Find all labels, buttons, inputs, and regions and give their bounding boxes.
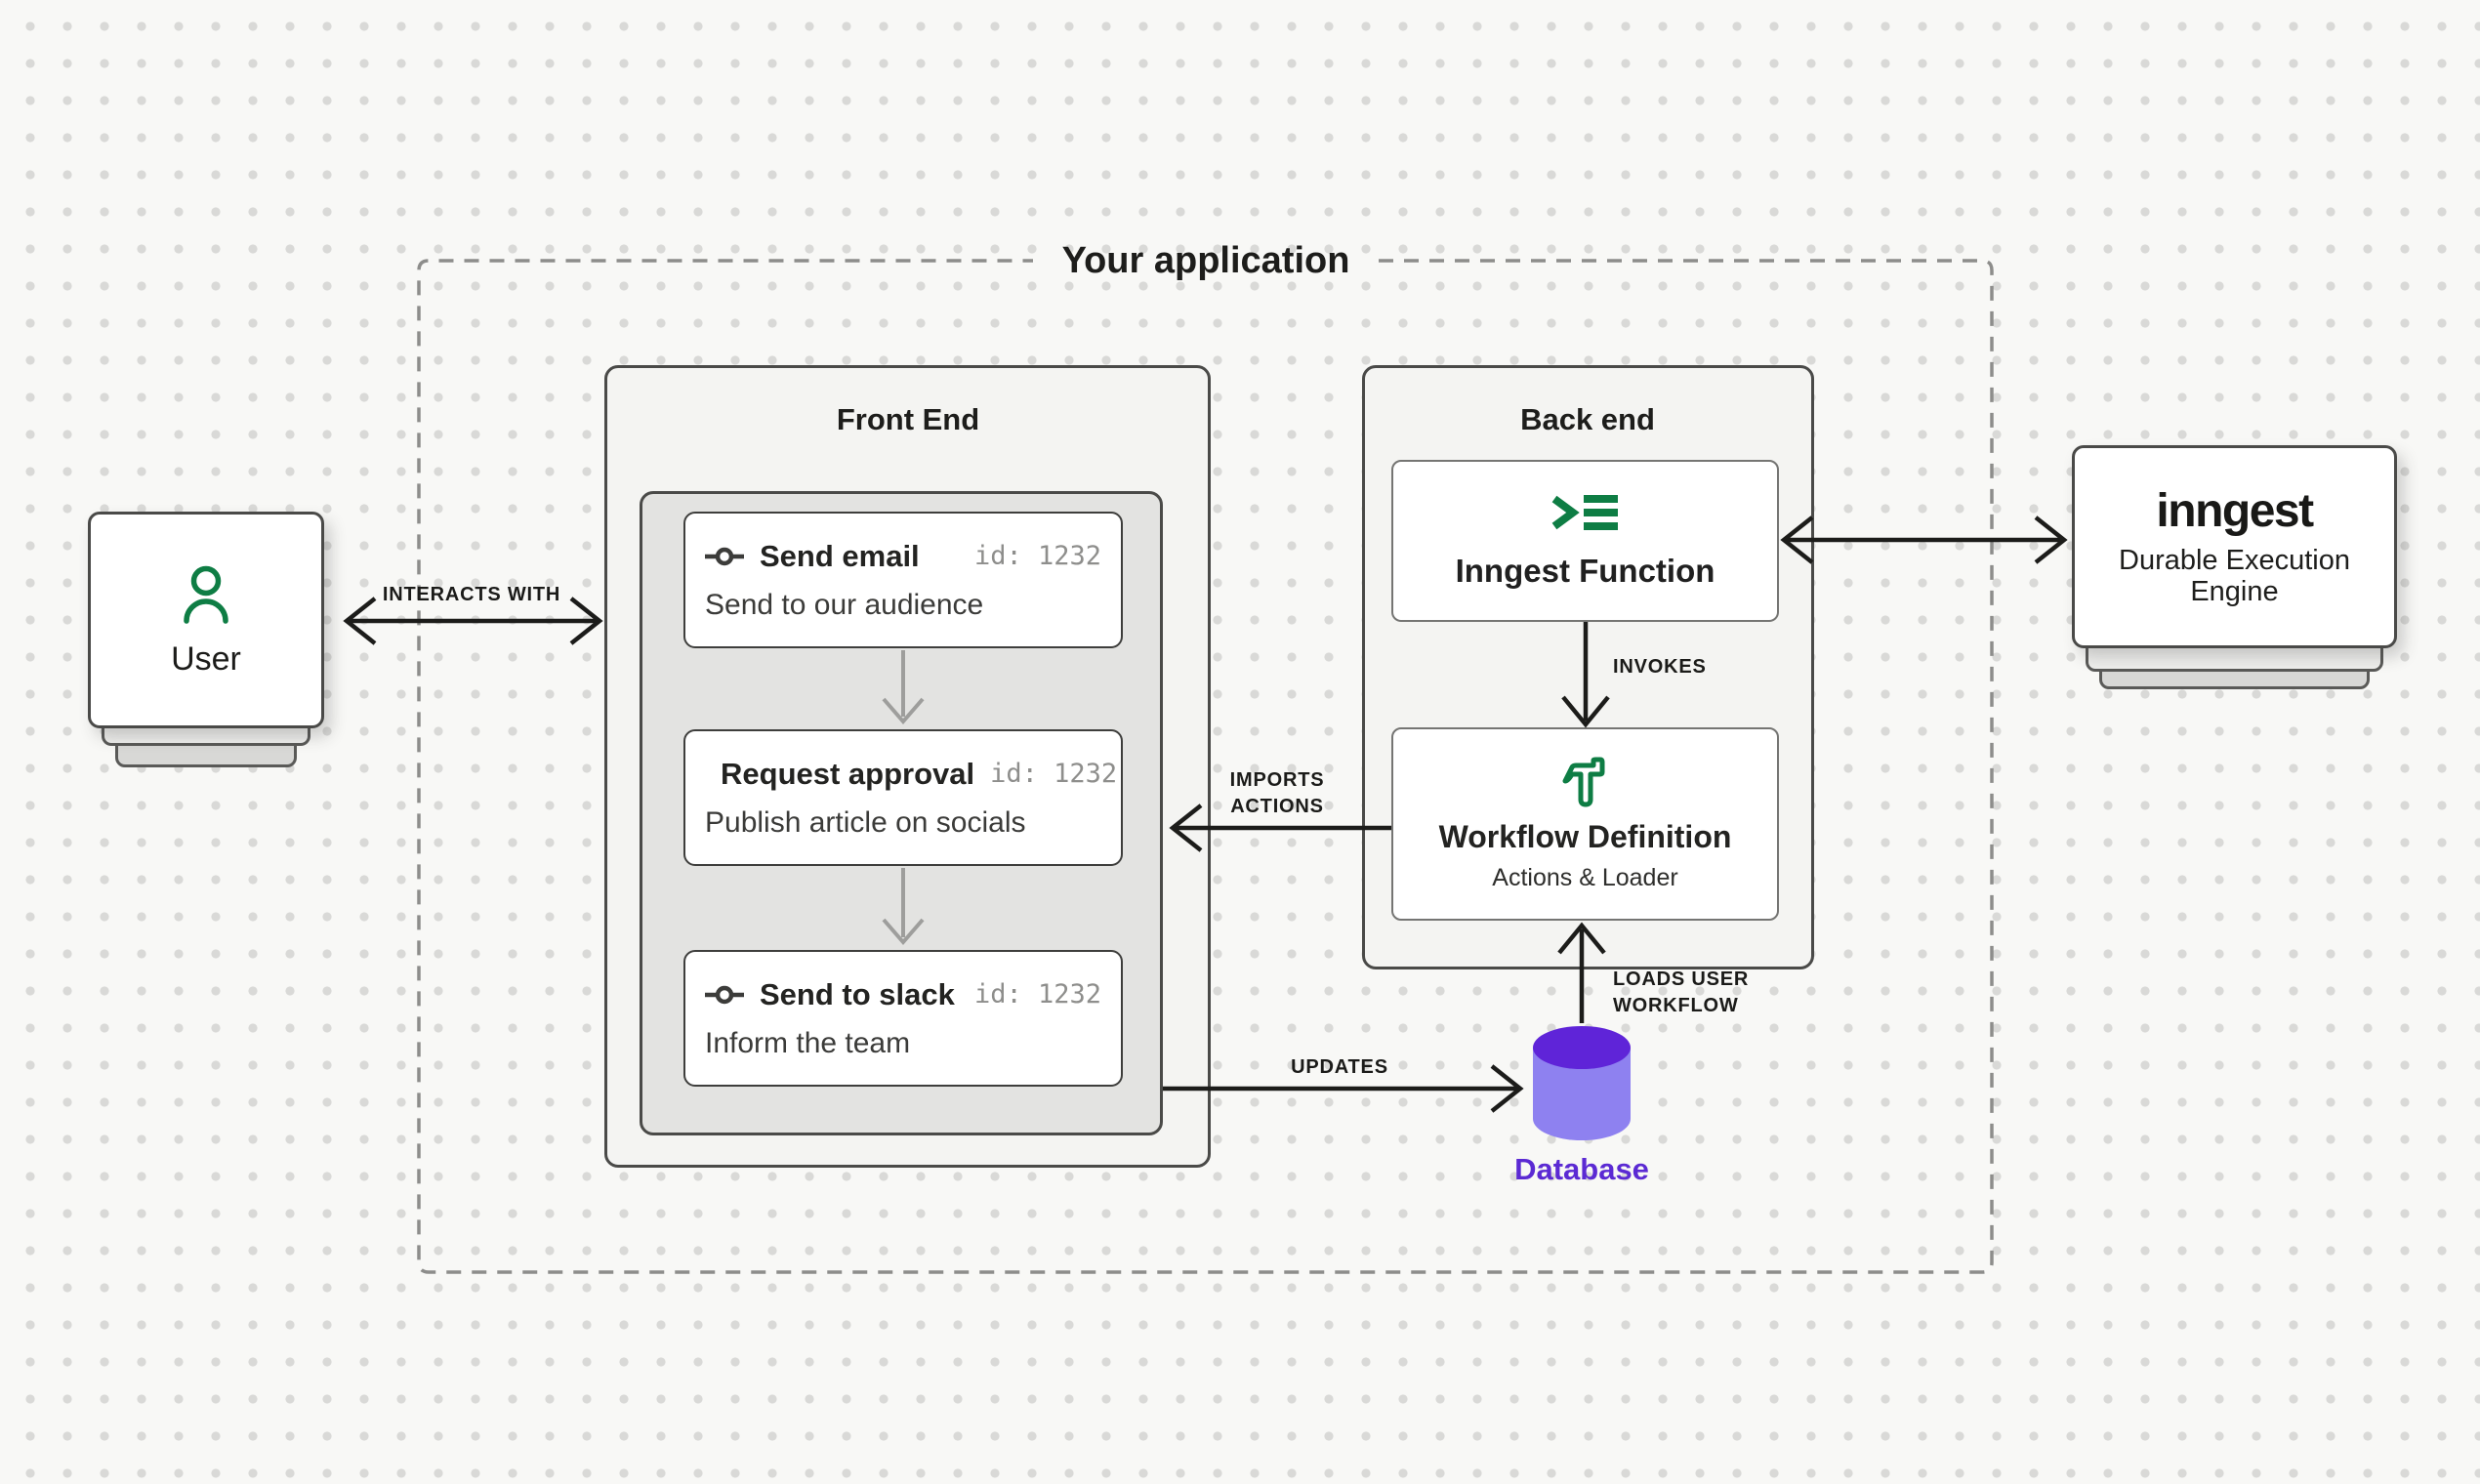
workflow-definition-title: Workflow Definition — [1438, 819, 1732, 854]
terminal-icon — [1551, 495, 1618, 530]
backend-title: Back end — [1520, 402, 1655, 436]
card-id: id: 1232 — [973, 979, 1101, 1010]
commit-icon — [705, 547, 744, 565]
workflow-card-send-to-slack: Send to slack id: 1232 Inform the team — [683, 950, 1123, 1087]
updates-label: UPDATES — [1291, 1056, 1388, 1078]
inngest-function-card: Inngest Function — [1391, 460, 1779, 622]
commit-icon — [705, 985, 744, 1004]
hammer-icon — [1562, 757, 1604, 807]
database-cylinder-icon — [1533, 1026, 1631, 1140]
imports-actions-label: IMPORTS ACTIONS — [1229, 769, 1325, 817]
user-icon — [184, 565, 228, 624]
card-description: Publish article on socials — [705, 805, 1026, 839]
card-description: Inform the team — [705, 1026, 911, 1059]
loads-user-workflow-label: LOADS USER WORKFLOW — [1613, 969, 1750, 1016]
inngest-function-label: Inngest Function — [1455, 553, 1715, 589]
workflow-definition-card: Workflow Definition Actions & Loader — [1391, 727, 1779, 921]
interacts-with-label: INTERACTS WITH — [382, 584, 561, 605]
card-id: id: 1232 — [990, 759, 1118, 789]
card-description: Send to our audience — [705, 588, 984, 621]
user-label: User — [171, 639, 241, 678]
card-title: Send email — [760, 538, 920, 573]
database-label: Database — [1514, 1152, 1649, 1186]
engine-link-arrow — [1780, 515, 2068, 564]
workflow-card-send-email: Send email id: 1232 Send to our audience — [683, 512, 1123, 648]
application-title: Your application — [1061, 240, 1350, 281]
card-id: id: 1232 — [973, 541, 1101, 571]
card-title: Send to slack — [760, 976, 955, 1011]
inngest-engine-node: inngest Durable Execution Engine — [2072, 445, 2397, 648]
workflow-definition-subtitle: Actions & Loader — [1492, 864, 1678, 891]
frontend-title: Front End — [836, 402, 980, 436]
inngest-logo: inngest — [2156, 485, 2314, 537]
card-title: Request approval — [721, 756, 975, 791]
user-node: User — [88, 512, 324, 728]
inngest-engine-subtitle: Durable Execution Engine — [2119, 545, 2350, 607]
workflow-card-request-approval: Request approval id: 1232 Publish articl… — [683, 729, 1123, 866]
invokes-label: INVOKES — [1613, 656, 1707, 678]
